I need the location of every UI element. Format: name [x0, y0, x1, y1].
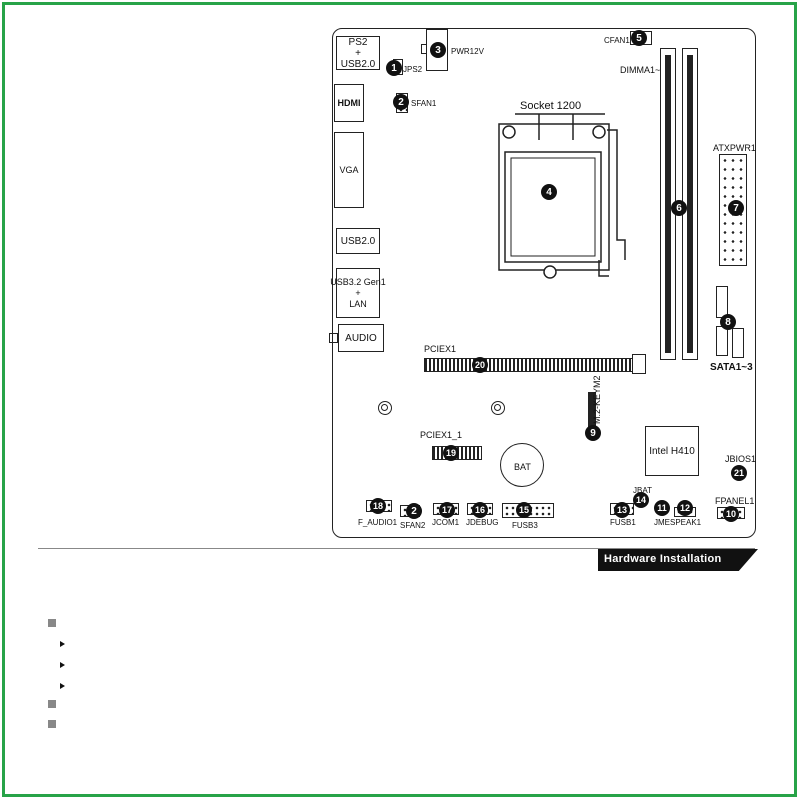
callout-9: 9: [585, 425, 601, 441]
label-fusb3: FUSB3: [512, 521, 538, 530]
label-jcom1: JCOM1: [432, 518, 460, 527]
callout-16: 16: [472, 502, 488, 518]
callout-5: 5: [631, 30, 647, 46]
label-bat: BAT: [514, 462, 531, 472]
callout-11: 11: [654, 500, 670, 516]
label-f-audio1: F_AUDIO1: [358, 518, 398, 527]
label-pwr12v: PWR12V: [451, 47, 484, 56]
section-title-bar: [598, 549, 758, 571]
label-pciex1: PCIEX1: [424, 344, 457, 354]
callout-19: 19: [443, 445, 459, 461]
callout-1: 1: [386, 60, 402, 76]
callout-4: 4: [541, 184, 557, 200]
bullet-arrow-3: [60, 683, 65, 689]
bullet-square-3: [48, 720, 56, 728]
label-cfan1: CFAN1: [604, 36, 630, 45]
bullet-arrow-1: [60, 641, 65, 647]
callout-12: 12: [677, 500, 693, 516]
section-title: Hardware Installation: [604, 553, 722, 565]
label-jbat: JBAT: [633, 486, 652, 495]
mounting-hole-2: [491, 401, 505, 415]
callout-3: 3: [430, 42, 446, 58]
callout-8: 8: [720, 314, 736, 330]
callout-2-sfan2: 2: [406, 503, 422, 519]
audio-port: AUDIO: [338, 324, 384, 352]
label-m2: M.2-KEYM2: [592, 375, 602, 424]
callout-2-sfan1: 2: [393, 94, 409, 110]
usb32-lan-port: USB3.2 Gen1 + LAN: [330, 268, 386, 318]
label-sfan1: SFAN1: [411, 99, 437, 108]
audio-port-tab: [329, 333, 338, 343]
chipset-h410: Intel H410: [645, 426, 699, 476]
mounting-hole-1: [378, 401, 392, 415]
pwr12v-tab: [421, 44, 427, 54]
ps2-usb-port: PS2 + USB2.0: [336, 36, 380, 70]
label-jme: JME: [654, 518, 670, 527]
label-sata: SATA1~3: [710, 362, 753, 373]
sata-connector-3: [732, 328, 744, 358]
label-pciex1-1: PCIEX1_1: [420, 430, 463, 440]
callout-10: 10: [723, 506, 739, 522]
callout-15: 15: [516, 502, 532, 518]
pciex16-slot: [424, 358, 634, 372]
hdmi-port: HDMI: [334, 84, 364, 122]
callout-14: 14: [633, 492, 649, 508]
callout-6: 6: [671, 200, 687, 216]
callout-21: 21: [731, 465, 747, 481]
callout-20: 20: [472, 357, 488, 373]
vga-port: VGA: [334, 132, 364, 208]
bullet-arrow-2: [60, 662, 65, 668]
bullet-square-1: [48, 619, 56, 627]
label-speak1: SPEAK1: [670, 518, 702, 527]
bullet-square-2: [48, 700, 56, 708]
label-atxpwr1: ATXPWR1: [713, 143, 756, 153]
sata-connector-2: [716, 326, 728, 356]
callout-17: 17: [439, 502, 455, 518]
usb20-port: USB2.0: [336, 228, 380, 254]
m2-slot: [588, 392, 596, 430]
cpu-socket: [498, 113, 626, 279]
label-fusb1: FUSB1: [610, 518, 636, 527]
label-fpanel1: FPANEL1: [715, 496, 755, 506]
label-socket: Socket 1200: [520, 100, 582, 112]
section-divider: [38, 548, 755, 549]
label-sfan2: SFAN2: [400, 521, 426, 530]
label-jps2: JPS2: [403, 65, 423, 74]
label-jbios1: JBIOS1: [725, 454, 757, 464]
callout-18: 18: [370, 498, 386, 514]
label-jdebug: JDEBUG: [466, 518, 499, 527]
pciex16-latch: [632, 354, 646, 374]
label-dimm: DIMMA1~2: [620, 65, 666, 75]
cmos-battery: [500, 443, 544, 487]
callout-7: 7: [728, 200, 744, 216]
callout-13: 13: [614, 502, 630, 518]
